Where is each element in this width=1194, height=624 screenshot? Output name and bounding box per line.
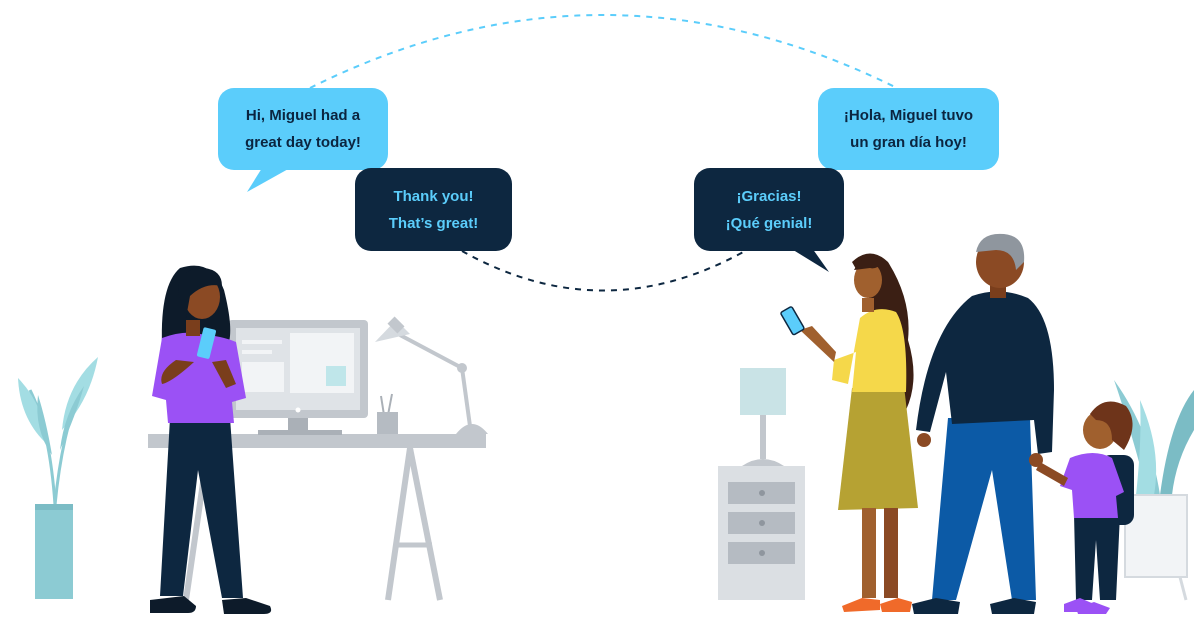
teacher-received-reply-line-1: Thank you!	[393, 187, 474, 205]
mother-phone-icon	[780, 306, 805, 336]
family-reply-bubble: ¡Gracias! ¡Qué genial!	[694, 168, 844, 251]
table-lamp-icon	[740, 368, 786, 466]
phone-icon	[196, 327, 216, 359]
child-figure	[1036, 401, 1134, 614]
family-reply-line-1: ¡Gracias!	[736, 187, 802, 205]
top-dashed-arc	[309, 14, 898, 89]
grandfather-figure	[912, 233, 1054, 614]
family-received-message-line-1: ¡Hola, Miguel tuvo	[843, 107, 974, 124]
teacher-figure	[150, 265, 272, 614]
pencil-cup-icon	[377, 393, 398, 434]
left-plant-icon	[18, 357, 98, 599]
family-received-message-bubble: ¡Hola, Miguel tuvo un gran día hoy!	[818, 88, 999, 170]
teacher-received-reply-bubble: Thank you! That’s great!	[355, 168, 512, 251]
desk-computer-icon	[228, 320, 368, 435]
desk-lamp-icon	[375, 316, 488, 434]
nightstand-icon	[718, 466, 805, 600]
teacher-received-reply-line-2: That’s great!	[388, 214, 479, 232]
family-received-message-line-2: un gran día hoy!	[850, 134, 967, 151]
teacher-message-bubble: Hi, Miguel had a great day today!	[218, 88, 388, 170]
bottom-dashed-arc	[461, 250, 746, 292]
mother-figure	[780, 253, 918, 612]
teacher-message-line-2: great day today!	[245, 134, 361, 151]
teacher-message-line-1: Hi, Miguel had a	[245, 107, 361, 124]
teacher-bubble-tail	[247, 168, 290, 192]
family-reply-line-2: ¡Qué genial!	[725, 214, 813, 232]
desk-icon	[148, 434, 486, 601]
family-reply-bubble-tail	[790, 248, 829, 272]
